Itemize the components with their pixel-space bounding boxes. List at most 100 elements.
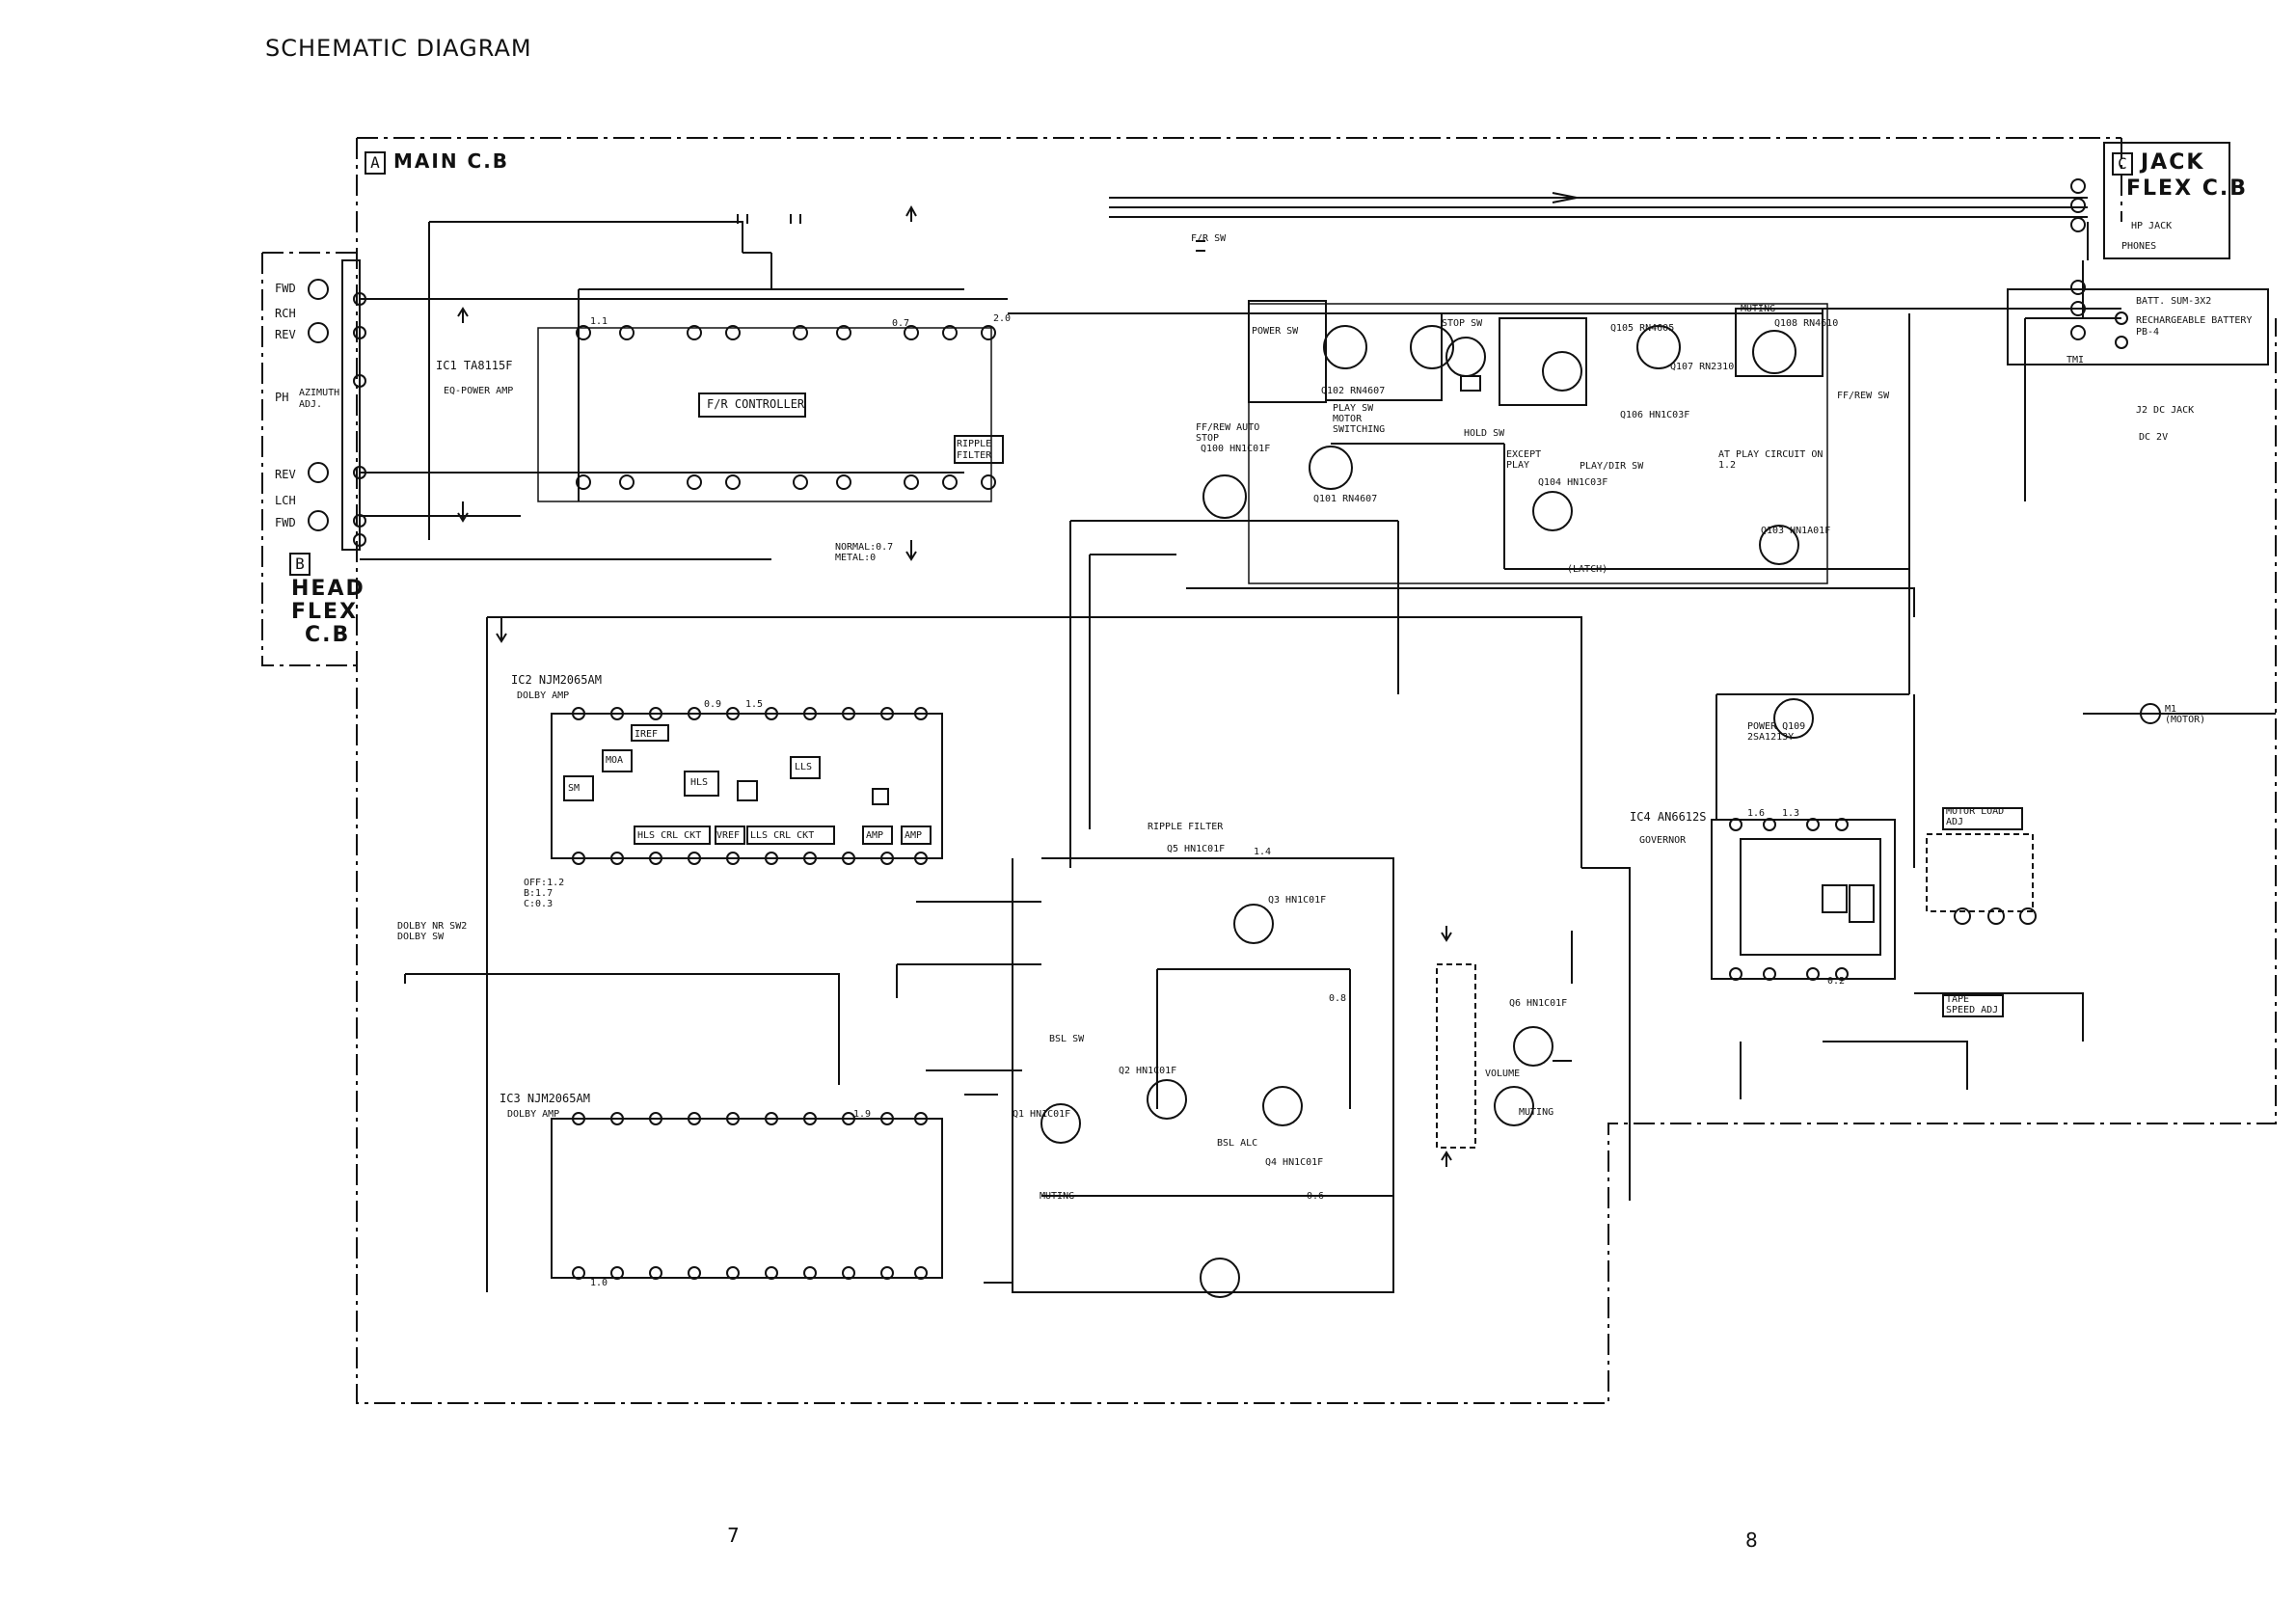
ic1-function: EQ-POWER AMP	[444, 386, 514, 396]
lls-ckt-block: LLS CRL CKT	[750, 830, 815, 841]
ripple-filter-label: RIPPLE FILTER	[957, 439, 992, 461]
ff-rew-auto-note: FF/REW AUTO STOP	[1196, 422, 1260, 444]
voltage-reading: 1.3	[1782, 808, 1800, 819]
muting-label-3: MUTING	[1741, 304, 1776, 314]
head-pin-ph: PH	[275, 391, 289, 404]
q3-label: Q3 HN1C01F	[1268, 895, 1327, 906]
q104-label: Q104 HN1C03F	[1538, 477, 1608, 488]
voltage-reading: 0.8	[1329, 993, 1347, 1004]
q103-label: Q103 HN1A01F	[1761, 526, 1831, 536]
ic3-label: IC3 NJM2065AM	[500, 1092, 590, 1105]
q106-label: Q106 HN1C03F	[1620, 410, 1690, 420]
tmi-label: TMI	[2066, 355, 2085, 365]
head-section-title-3: C.B	[305, 623, 351, 647]
voltage-reading: 0.7	[892, 318, 910, 329]
q107-label: Q107 RN2310	[1670, 362, 1735, 372]
voltage-reading: 1.6	[1747, 808, 1766, 819]
head-section-title-2: FLEX	[291, 600, 359, 624]
volume-label: VOLUME	[1485, 1069, 1521, 1079]
q5-label: Q5 HN1C01F	[1167, 844, 1226, 854]
main-section-letter: A	[365, 151, 386, 175]
head-board-outline	[261, 252, 357, 666]
stop-switch-label: STOP SW	[1442, 318, 1483, 329]
head-pin-lch: LCH	[275, 494, 296, 507]
page-number-right: 8	[1745, 1529, 1758, 1552]
latch-note: (LATCH)	[1567, 564, 1608, 575]
voltage-reading: 1.5	[745, 699, 764, 710]
head-pin-rev2: REV	[275, 468, 296, 481]
muting-label-2: MUTING	[1040, 1191, 1075, 1202]
jack-section-title-2: FLEX C.B	[2126, 176, 2248, 201]
head-pin-fwd: FWD	[275, 282, 296, 295]
voltage-reading: 1.1	[590, 316, 608, 327]
rechargeable-label: RECHARGEABLE BATTERY PB-4	[2136, 315, 2253, 338]
voltage-reading: 2.0	[993, 313, 1012, 324]
vref-block: VREF	[716, 830, 741, 841]
moa-block: MOA	[606, 755, 624, 766]
head-section-letter: B	[289, 553, 311, 576]
q105-label: Q105 RN4605	[1610, 323, 1675, 334]
azimuth-label: AZIMUTH ADJ.	[299, 388, 340, 410]
q101-label: Q101 RN4607	[1313, 494, 1378, 504]
bsl-alc-label: BSL ALC	[1217, 1138, 1258, 1149]
iref-block: IREF	[635, 729, 659, 740]
motor-load-label: MOTOR LOAD ADJ	[1946, 806, 2005, 827]
voltage-reading: 1.9	[853, 1109, 872, 1120]
tape-speed-label: TAPE SPEED ADJ	[1946, 994, 1999, 1015]
lls-block: LLS	[795, 762, 813, 772]
q102-label: Q102 RN4607	[1321, 386, 1386, 396]
ripple-filter2-label: RIPPLE FILTER	[1148, 822, 1224, 832]
sm-block: SM	[568, 783, 581, 794]
normal-metal-note: NORMAL:0.7 METAL:0	[835, 542, 894, 563]
dc-jack-label: J2 DC JACK	[2136, 405, 2195, 416]
q100-label: Q100 HN1C01F	[1201, 444, 1271, 454]
voltage-reading: 1.0	[590, 1278, 608, 1288]
hls-ckt-block: HLS CRL CKT	[637, 830, 702, 841]
q4-label: Q4 HN1C01F	[1265, 1157, 1324, 1168]
fr-switch-label: F/R SW	[1191, 233, 1227, 244]
ic2-function: DOLBY AMP	[517, 690, 570, 701]
play-dir-note: PLAY/DIR SW	[1580, 461, 1644, 472]
dc-voltage-label: DC 2V	[2139, 432, 2169, 443]
battery-label: BATT. SUM-3X2	[2136, 296, 2212, 307]
phones-label: PHONES	[2121, 241, 2157, 252]
q1-label: Q1 HN1C01F	[1013, 1109, 1071, 1120]
voltage-reading: 0.2	[1827, 976, 1846, 987]
head-pin-fwd2: FWD	[275, 516, 296, 529]
ic3-body	[551, 1118, 943, 1279]
amp-block-2: AMP	[905, 830, 923, 841]
q108-label: Q108 RN4610	[1774, 318, 1839, 329]
ic1-label: IC1 TA8115F	[436, 359, 513, 372]
head-section-title-1: HEAD	[291, 577, 365, 601]
except-play-note: EXCEPT PLAY	[1506, 449, 1542, 471]
main-board-outline	[356, 137, 2277, 1404]
ic1-body	[537, 327, 992, 502]
fr-controller-label: F/R CONTROLLER	[707, 397, 805, 411]
ic4-label: IC4 AN6612S	[1630, 810, 1707, 824]
ic4-function: GOVERNOR	[1639, 835, 1687, 846]
ic2-body	[551, 713, 943, 859]
power-switch-label: POWER SW	[1252, 326, 1299, 337]
hls-block: HLS	[690, 777, 709, 788]
motor-switching-label: PLAY SW MOTOR SWITCHING	[1333, 403, 1386, 435]
jack-board-outline	[2103, 142, 2230, 259]
head-pin-rev: REV	[275, 328, 296, 341]
voltage-reading: 0.9	[704, 699, 722, 710]
jack-section-letter: C	[2112, 152, 2133, 176]
page-number-left: 7	[727, 1524, 740, 1547]
q6-label: Q6 HN1C01F	[1509, 998, 1568, 1009]
main-section-title: MAIN C.B	[393, 149, 510, 173]
voltage-reading: 0.6	[1307, 1191, 1325, 1202]
hold-switch-label: HOLD SW	[1464, 428, 1505, 439]
dolby-off-note: OFF:1.2 B:1.7 C:0.3	[524, 878, 565, 909]
muting-label: MUTING	[1519, 1107, 1554, 1118]
bsl-switch-label: BSL SW	[1049, 1034, 1085, 1044]
ic3-function: DOLBY AMP	[507, 1109, 560, 1120]
jack-section-title-1: JACK	[2141, 150, 2205, 175]
voltage-reading: 1.4	[1254, 847, 1272, 857]
head-pin-rch: RCH	[275, 307, 296, 320]
dolby-switch-label: DOLBY NR SW2 DOLBY SW	[397, 921, 468, 942]
at-play-note: AT PLAY CIRCUIT ON 1.2	[1718, 449, 1823, 471]
ic2-label: IC2 NJM2065AM	[511, 673, 602, 687]
